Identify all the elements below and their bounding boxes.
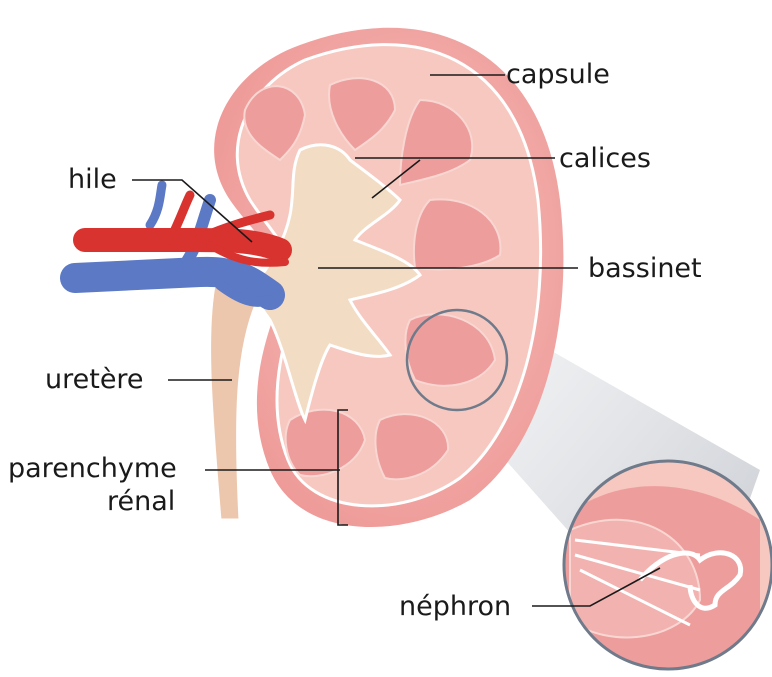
label-capsule: capsule (506, 59, 610, 90)
label-calices: calices (559, 143, 651, 174)
label-nephron: néphron (399, 591, 511, 622)
label-parenchyme: parenchyme (8, 453, 177, 484)
label-uretere: uretère (45, 364, 144, 395)
label-bassinet: bassinet (588, 253, 702, 284)
nephron-zoom (560, 461, 772, 672)
ureter (210, 280, 258, 520)
label-hile: hile (68, 164, 117, 195)
label-renal: rénal (107, 486, 175, 517)
